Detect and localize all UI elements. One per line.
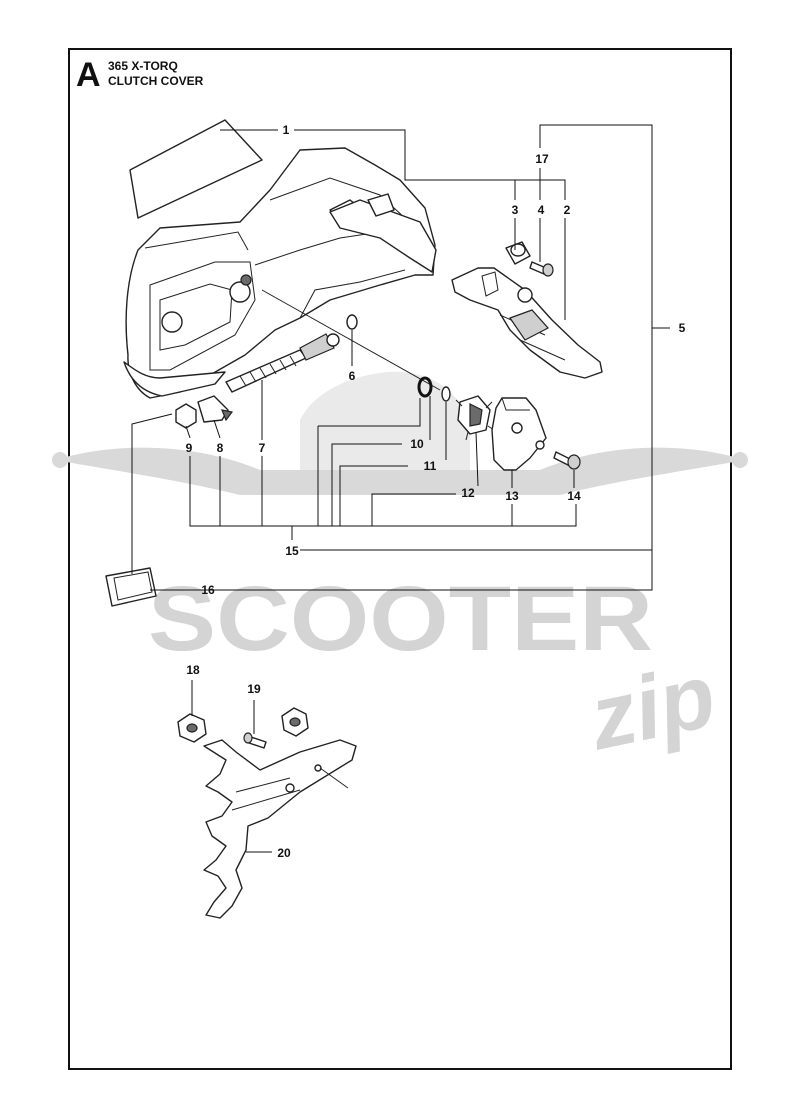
- callout-18: 18: [186, 663, 200, 677]
- diagram-frame: [68, 48, 732, 1070]
- part-11-washer: [441, 386, 451, 402]
- part-6-washer: [346, 314, 358, 330]
- part-18-nut: [177, 713, 207, 743]
- callout-17: 17: [535, 152, 549, 166]
- part-8-adjuster: [197, 395, 234, 423]
- callout-15: 15: [285, 544, 299, 558]
- part-20-bumper-spike: [203, 739, 357, 919]
- callout-13: 13: [505, 489, 519, 503]
- callout-3: 3: [512, 203, 519, 217]
- callout-10: 10: [410, 437, 424, 451]
- callout-labels: 1 2 3 4 5 6 7 8 9 10 11 12 13 14 15 16 1…: [186, 123, 686, 860]
- part-7-tensioner-screw: [225, 289, 441, 393]
- callout-6: 6: [349, 369, 356, 383]
- callout-12: 12: [461, 486, 475, 500]
- part-10-o-ring: [417, 376, 433, 398]
- callout-7: 7: [259, 441, 266, 455]
- part-18-nut-2: [281, 707, 309, 737]
- part-14-screw: [553, 451, 581, 470]
- callout-11: 11: [424, 459, 437, 473]
- callout-20: 20: [277, 846, 291, 860]
- part-4-screw: [529, 261, 554, 277]
- part-17-lever: [329, 193, 437, 273]
- leader-lines: [131, 124, 670, 853]
- callout-4: 4: [538, 203, 545, 217]
- callout-9: 9: [186, 441, 193, 455]
- section-title: CLUTCH COVER: [108, 74, 204, 88]
- part-13-bracket: [491, 397, 547, 471]
- part-2-guide-plate: [451, 267, 603, 379]
- watermark: SCOOTER zip: [52, 371, 748, 770]
- part-9-nut: [175, 403, 197, 429]
- model-title: 365 X-TORQ: [108, 59, 178, 73]
- callout-16: 16: [201, 583, 215, 597]
- callout-8: 8: [217, 441, 224, 455]
- part-1-clutch-cover: [123, 119, 436, 399]
- callout-19: 19: [247, 682, 261, 696]
- page-letter: A: [76, 56, 101, 94]
- watermark-brand: SCOOTER: [148, 568, 653, 670]
- part-19-bolt: [243, 732, 267, 749]
- part-12-gear: [455, 395, 495, 441]
- callout-1: 1: [283, 123, 290, 137]
- callout-2: 2: [564, 203, 571, 217]
- part-3-bushing: [505, 241, 531, 265]
- callout-14: 14: [567, 489, 581, 503]
- part-16-pad: [105, 567, 157, 607]
- callout-5: 5: [679, 321, 686, 335]
